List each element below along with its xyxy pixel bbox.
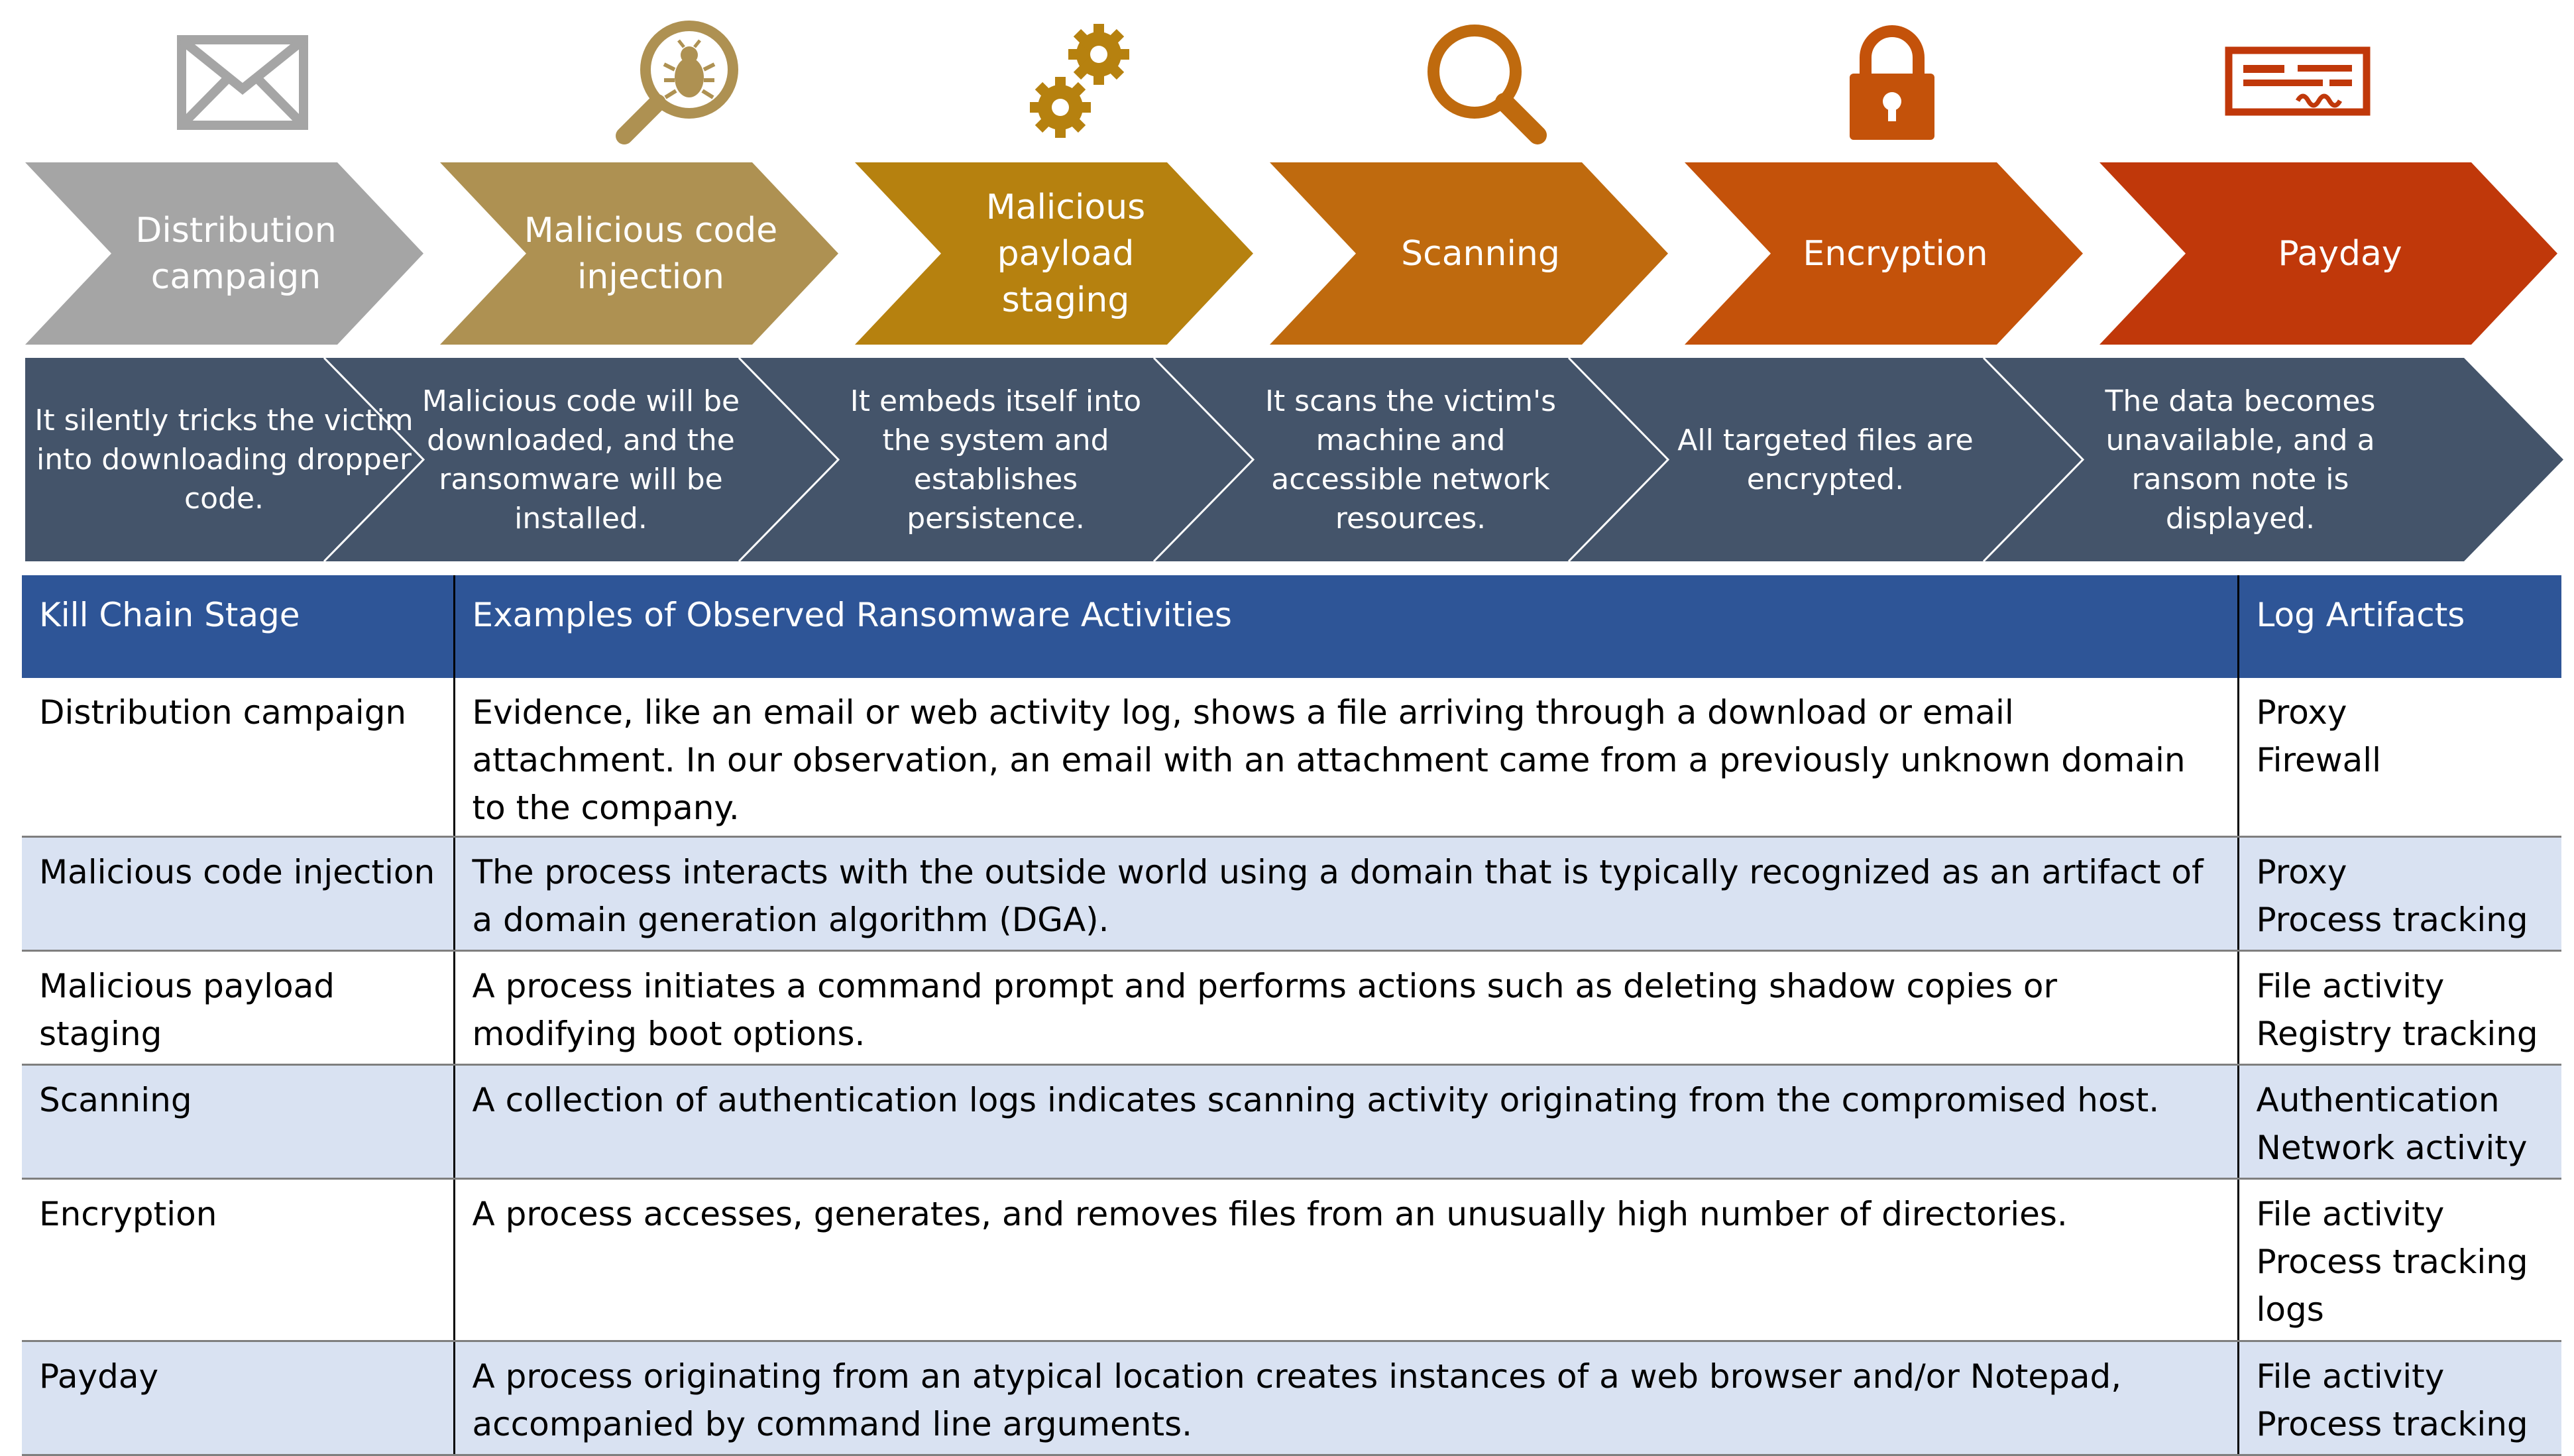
magnifier-icon	[1427, 25, 1547, 144]
bug-magnifier-icon	[616, 21, 738, 144]
stage-description: All targeted files are encrypted.	[1677, 423, 1974, 496]
stage-description: It silently tricks the victim into downl…	[34, 404, 414, 516]
cell-stage: Distribution campaign	[22, 678, 454, 838]
description-divider	[1567, 357, 1670, 563]
stage-chevron	[1685, 162, 2083, 345]
envelope-icon	[177, 35, 308, 130]
description-divider	[1982, 357, 2085, 563]
cell-activity: A collection of authentication logs indi…	[453, 1064, 2238, 1180]
stage-chevron	[2099, 162, 2557, 345]
artifact-item: Authentication	[2256, 1081, 2500, 1119]
gears-icon	[1030, 24, 1129, 138]
cell-activity: A process initiates a command prompt and…	[453, 950, 2238, 1066]
stage-chevron-label: Malicious code injection	[524, 210, 778, 297]
table-header-row: Kill Chain Stage Examples of Observed Ra…	[22, 575, 2561, 678]
stage-chevron	[1270, 162, 1668, 345]
stage-chevron-label: Distribution campaign	[135, 210, 337, 297]
artifact-item: Process tracking	[2256, 1405, 2528, 1443]
artifact-item: File activity	[2256, 1195, 2445, 1233]
cell-activity: Evidence, like an email or web activity …	[453, 678, 2238, 838]
stage-chevron	[25, 162, 423, 345]
artifact-item: Proxy	[2256, 693, 2347, 732]
cell-stage: Scanning	[22, 1064, 454, 1180]
cell-activity: A process originating from an atypical l…	[453, 1341, 2238, 1456]
header-stage: Kill Chain Stage	[39, 595, 300, 634]
cell-stage: Payday	[22, 1341, 454, 1456]
stage-chevron-label: Encryption	[1803, 233, 1988, 274]
description-divider	[1152, 357, 1255, 563]
cell-stage: Malicious payload staging	[22, 950, 454, 1066]
artifact-item: Firewall	[2256, 741, 2382, 779]
cell-activity: The process interacts with the outside w…	[453, 836, 2238, 952]
stage-chevron-label: Payday	[2278, 233, 2402, 274]
description-band	[25, 358, 2563, 561]
padlock-icon	[1850, 25, 1934, 140]
stage-chevron	[440, 162, 838, 345]
artifact-item: Process tracking logs	[2256, 1243, 2528, 1329]
stage-chevrons	[25, 162, 2563, 563]
kill-chain-table: Kill Chain Stage Examples of Observed Ra…	[22, 575, 2561, 1456]
artifact-item: Registry tracking	[2256, 1015, 2538, 1053]
artifact-item: File activity	[2256, 967, 2445, 1005]
stage-description: The data becomes unavailable, and a rans…	[2105, 384, 2376, 535]
stage-description: It scans the victim's machine and access…	[1264, 384, 1557, 535]
check-icon	[2225, 46, 2371, 116]
stage-chevron-label: Malicious payload staging	[985, 187, 1146, 320]
artifact-item: Process tracking	[2256, 901, 2528, 939]
stage-chevron-label: Scanning	[1401, 233, 1560, 274]
artifact-item: Proxy	[2256, 853, 2347, 891]
cell-activity: A process accesses, generates, and remov…	[453, 1178, 2238, 1342]
cell-stage: Encryption	[22, 1178, 454, 1342]
header-activities: Examples of Observed Ransomware Activiti…	[453, 575, 2238, 678]
header-artifacts: Log Artifacts	[2237, 575, 2561, 678]
artifact-item: File activity	[2256, 1357, 2445, 1396]
artifact-item: Network activity	[2256, 1129, 2528, 1167]
description-divider	[323, 357, 425, 563]
stage-chevron	[855, 162, 1253, 345]
stage-description: Malicious code will be downloaded, and t…	[421, 384, 740, 535]
cell-stage: Malicious code injection	[22, 836, 454, 952]
stage-description: It embeds itself into the system and est…	[850, 384, 1142, 535]
description-divider	[738, 357, 840, 563]
